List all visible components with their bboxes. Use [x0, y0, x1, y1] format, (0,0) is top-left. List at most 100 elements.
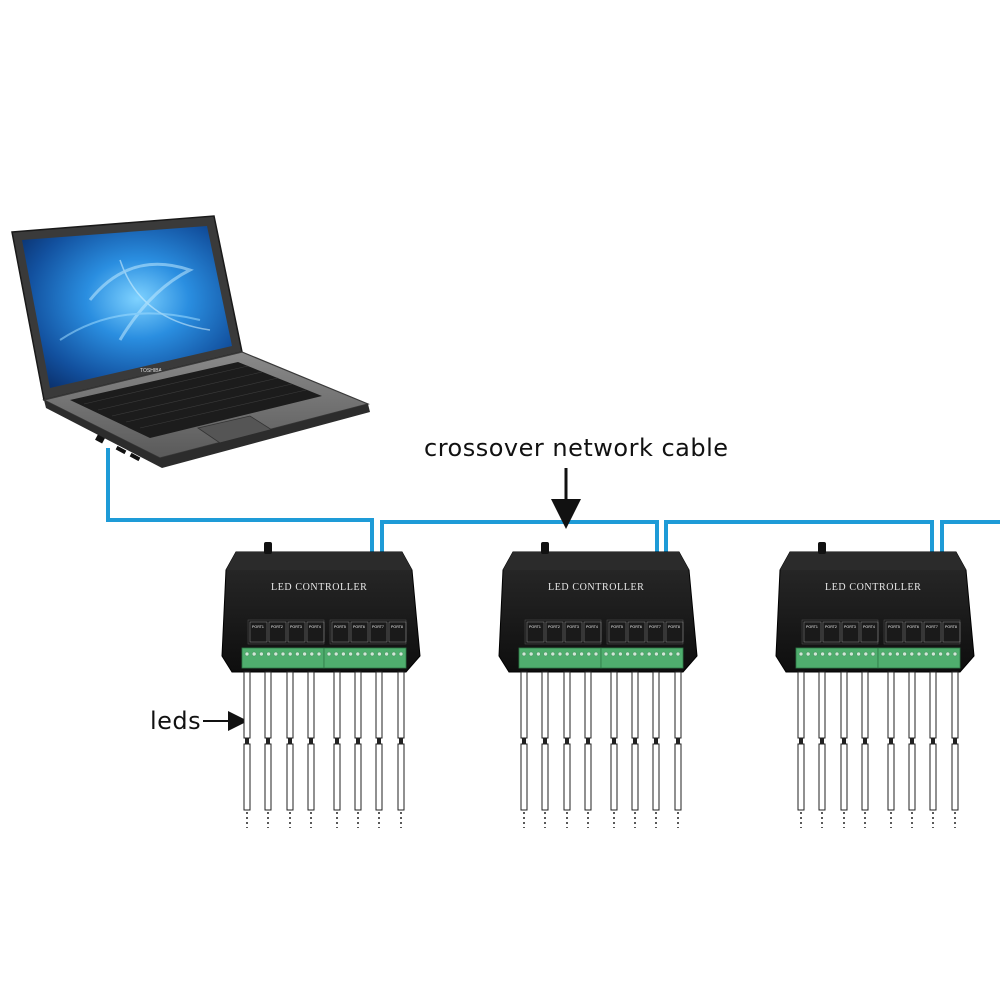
terminal-screw	[945, 651, 950, 657]
led-segment	[584, 671, 592, 739]
led-segment	[333, 671, 341, 739]
terminal-screw	[280, 651, 286, 657]
terminal-screw	[543, 651, 548, 657]
led-segment	[563, 671, 571, 739]
controller-title: LED CONTROLLER	[548, 582, 644, 593]
port-label: PORT3	[844, 625, 856, 629]
led-segment	[674, 743, 682, 811]
port-label: PORT6	[907, 625, 919, 629]
led-segment	[929, 671, 937, 739]
terminal-screw	[863, 651, 868, 657]
led-connector	[612, 738, 616, 744]
terminal-screw	[888, 651, 893, 657]
port-label-cell	[904, 621, 923, 643]
port-label: PORT7	[926, 625, 938, 629]
terminal-screw	[259, 651, 264, 657]
terminal-screw	[603, 651, 609, 657]
port-label: PORT8	[668, 625, 680, 629]
terminal-screw	[348, 651, 353, 657]
laptop: TOSHIBA	[11, 215, 370, 468]
led-strip-5	[333, 671, 341, 828]
port-label-cell	[369, 621, 388, 643]
terminal-screw	[632, 651, 637, 657]
port-label-cell	[860, 621, 879, 643]
led-segment	[861, 743, 869, 811]
leds-label: leds	[150, 707, 201, 735]
controller-top-face	[503, 552, 689, 570]
controller-power-plug	[264, 542, 272, 554]
led-strip-3	[840, 671, 848, 828]
led-segment	[584, 743, 592, 811]
port-label-cell	[822, 621, 841, 643]
led-strip-1	[243, 671, 251, 828]
terminal-screw	[654, 651, 659, 657]
led-segment	[631, 743, 639, 811]
port-label: PORT1	[252, 625, 264, 629]
terminal-screw	[856, 651, 861, 657]
port-label-cell	[268, 621, 287, 643]
terminal-screw	[668, 651, 673, 657]
terminal-screw	[362, 651, 368, 657]
led-connector	[931, 738, 935, 744]
led-strip-4	[861, 671, 869, 828]
port-label-cell	[885, 621, 904, 643]
terminal-screw	[798, 651, 804, 657]
terminal-screw	[618, 651, 623, 657]
led-segment	[397, 671, 405, 739]
led-strip-6	[908, 671, 916, 828]
led-segment	[264, 743, 272, 811]
led-connector	[266, 738, 270, 744]
terminal-screw	[370, 651, 375, 657]
port-label-cell	[646, 621, 665, 643]
terminal-screw	[572, 651, 577, 657]
terminal-screw	[611, 651, 616, 657]
cable-controller-1-to-controller-2	[380, 520, 659, 552]
led-connector	[335, 738, 339, 744]
terminal-screw	[384, 651, 389, 657]
led-connector	[863, 738, 867, 744]
laptop-usb-port	[115, 445, 127, 455]
cable-controller-3-onward	[940, 520, 1000, 552]
led-connector	[676, 738, 680, 744]
led-segment	[908, 671, 916, 739]
terminal-screw	[341, 651, 346, 657]
terminal-screw	[244, 651, 250, 657]
led-connector	[377, 738, 381, 744]
cable-laptop-to-controller-1	[106, 448, 374, 552]
led-segment	[333, 743, 341, 811]
led-segment	[610, 743, 618, 811]
led-strip-8	[397, 671, 405, 828]
terminal-screw	[565, 651, 570, 657]
led-segment	[797, 743, 805, 811]
terminal-screw	[870, 651, 876, 657]
led-connector	[522, 738, 526, 744]
port-label: PORT4	[863, 625, 875, 629]
terminal-screw	[334, 651, 339, 657]
led-segment	[929, 743, 937, 811]
led-strip-1	[520, 671, 528, 828]
led-strip-4	[584, 671, 592, 828]
controller-title: LED CONTROLLER	[271, 582, 367, 593]
port-label: PORT7	[372, 625, 384, 629]
port-label-cell	[350, 621, 369, 643]
led-segment	[631, 671, 639, 739]
led-connector	[543, 738, 547, 744]
terminal-screw	[675, 651, 681, 657]
terminal-block	[518, 647, 602, 669]
terminal-block	[600, 647, 684, 669]
led-segment	[354, 743, 362, 811]
led-connector	[910, 738, 914, 744]
keyboard-keys	[83, 365, 307, 429]
led-segment	[818, 671, 826, 739]
led-segment	[286, 743, 294, 811]
laptop-front-edge	[44, 400, 370, 468]
led-strip-2	[264, 671, 272, 828]
terminal-block	[877, 647, 961, 669]
port-label-cell	[841, 621, 860, 643]
terminal-screw	[586, 651, 591, 657]
terminal-screw	[924, 651, 929, 657]
port-label-cell	[583, 621, 602, 643]
